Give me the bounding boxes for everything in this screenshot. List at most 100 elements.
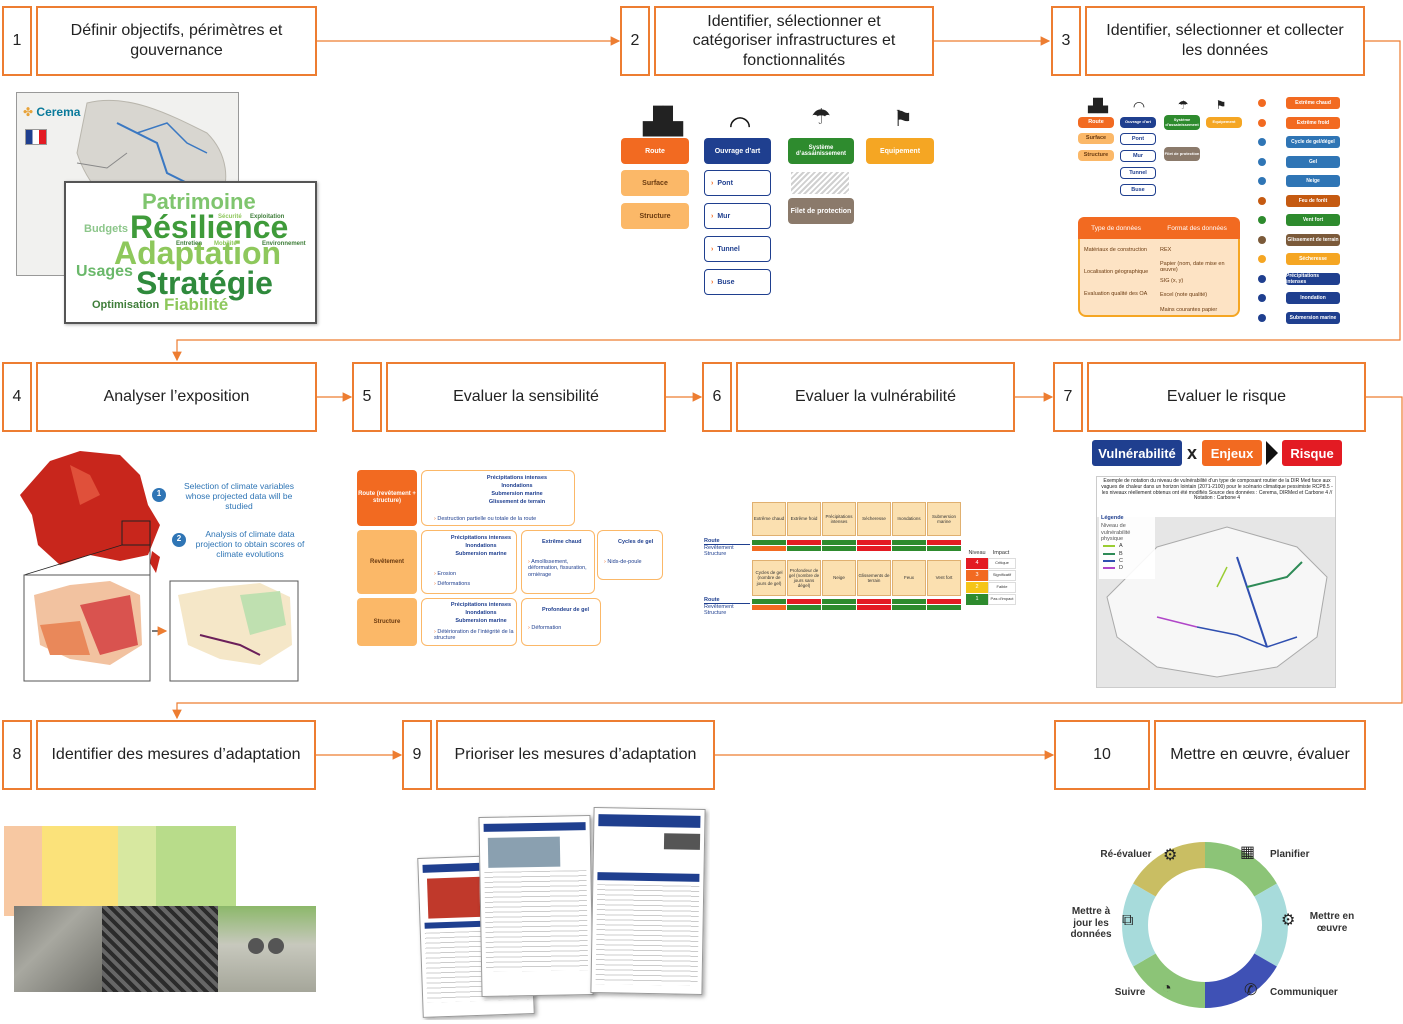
photo-buse — [218, 906, 316, 992]
vuln-row-route-2: Route — [704, 597, 750, 605]
ouvrage-sub-tunnel: ›Tunnel — [704, 236, 771, 262]
word-entretien: Entretien — [176, 241, 203, 247]
risk-legend-swatch — [1103, 545, 1115, 548]
vuln-cell — [787, 599, 821, 604]
hazard-pill: Sécheresse — [1286, 253, 1340, 265]
vuln-cell — [892, 546, 926, 551]
hazard-dot — [1258, 157, 1266, 166]
step2-categorisation: ▟▙ ◠ ☂ ⚑ Route Ouvrage d’art Système d’a… — [615, 100, 945, 310]
drain-icon-small: ☂ — [1177, 98, 1189, 112]
sens-str-gel: Profondeur de gel — [542, 607, 590, 613]
mini-cat-route: Route — [1078, 117, 1114, 128]
equipment-icon: ⚑ — [893, 106, 913, 131]
word-adaptation: Adaptation — [114, 235, 282, 271]
vuln-header-bottom: Glissements de terrain — [857, 560, 891, 596]
sens-str-gel-effect: › Déformation — [528, 625, 562, 631]
step-number-10: 10 — [1054, 720, 1150, 790]
sens-rev-gel-effect: › Nids-de-poule — [604, 559, 642, 565]
vuln-row-structure-2: Structure — [704, 610, 727, 616]
risk-legend-item: C — [1103, 558, 1151, 564]
arrow-right-icon — [1266, 441, 1278, 465]
word-usages: Usages — [76, 263, 133, 280]
step-number-9: 9 — [402, 720, 432, 790]
hazard-pill: Glissement de terrain — [1286, 233, 1340, 246]
word-securite: Sécurité — [218, 214, 242, 220]
vuln-cell — [927, 546, 961, 551]
vuln-cell — [752, 546, 786, 551]
hazard-dot — [1258, 274, 1266, 283]
word-environnement: Environnement — [262, 241, 306, 247]
vuln-header-bottom: Vent fort — [927, 560, 961, 596]
header-format: Format des données — [1167, 224, 1227, 232]
photo-grille — [102, 906, 218, 992]
vuln-header-bottom: Neige — [822, 560, 856, 596]
step-title-4: Analyser l’exposition — [36, 362, 317, 432]
hazard-dot — [1258, 235, 1266, 244]
risk-legend-swatch — [1103, 560, 1115, 563]
risk-legend-label: D — [1119, 565, 1123, 572]
mini-route-surface: Surface — [1078, 133, 1114, 144]
word-resilience: Résilience — [130, 209, 289, 245]
vuln-cell — [752, 599, 786, 604]
vuln-header-top: Inondations — [892, 502, 926, 536]
step-number-8: 8 — [2, 720, 32, 790]
word-cloud: Patrimoine Résilience Budgets Adaptation… — [64, 181, 317, 324]
reevaluate-icon: ⚙ — [1163, 847, 1178, 864]
sens-route-hazard-3: Submersion marine — [491, 491, 543, 497]
hazard-dot — [1258, 118, 1266, 127]
sens-rev-hot-cell: Extrême chaud › Amollissement, déformati… — [521, 530, 595, 594]
hazard-dot — [1258, 216, 1266, 224]
vuln-cell — [822, 605, 856, 610]
vuln-cell — [787, 540, 821, 545]
flag-icon — [25, 129, 47, 145]
step-number-1: 1 — [2, 6, 32, 76]
vuln-row-revetement-1: Revêtement — [704, 545, 734, 551]
word-optimisation: Optimisation — [92, 299, 160, 311]
road-icon-small: ▟▙ — [1088, 98, 1108, 113]
hazard-pill: Vent fort — [1286, 214, 1340, 226]
step-number-3: 3 — [1051, 6, 1081, 76]
cycle-ring — [1122, 842, 1288, 1008]
sens-revetement-header: Revêtement — [357, 530, 417, 594]
photo-drainage — [14, 906, 106, 992]
vuln-legend-header-impact: Impact — [992, 550, 1010, 556]
step-title-8: Identifier des mesures d’adaptation — [36, 720, 316, 790]
sheet-2 — [478, 815, 594, 997]
vuln-cell — [927, 605, 961, 610]
bridge-icon-small: ◠ — [1132, 98, 1146, 114]
risk-legend-label: B — [1119, 550, 1123, 557]
sens-revetement-cell: Précipitations intenses Inondations Subm… — [421, 530, 517, 594]
mini-ouvrage-pont: Pont — [1120, 133, 1156, 145]
data-table: Type de données Format des données Matér… — [1078, 217, 1240, 317]
cat-route: Route — [621, 138, 689, 164]
ouvrage-sub-buse: ›Buse — [704, 269, 771, 295]
sens-str-hazard-2: Inondations — [465, 610, 497, 616]
badge-risque: Risque — [1282, 440, 1342, 466]
hazard-dot — [1258, 196, 1266, 205]
sens-route-effect: › Destruction partielle ou totale de la … — [434, 516, 537, 522]
vuln-legend-impact: Critique — [988, 558, 1016, 569]
risk-legend-label: A — [1119, 543, 1123, 550]
sens-rev-gel: Cycles de gel — [618, 539, 654, 545]
vuln-legend-impact: Significatif — [988, 570, 1016, 581]
vuln-row-structure-1: Structure — [704, 551, 727, 557]
hazard-pill: Cycle de gel/dégel — [1286, 136, 1340, 148]
step-number-5: 5 — [352, 362, 382, 432]
drain-icon: ☂ — [811, 104, 831, 129]
sens-str-effect: › Détérioration de l’intégrité de la str… — [434, 629, 514, 642]
step-number-4: 4 — [2, 362, 32, 432]
row-type-1: Matériaux de construction — [1084, 247, 1147, 253]
hazard-pill: Neige — [1286, 175, 1340, 187]
vuln-legend-level: 4 — [966, 558, 988, 569]
risk-caption: Exemple de notation du niveau de vulnéra… — [1101, 478, 1333, 502]
ring-communiquer — [1204, 953, 1277, 1008]
step-title-10: Mettre en œuvre, évaluer — [1154, 720, 1366, 790]
vuln-cell — [787, 546, 821, 551]
row-type-3: Evaluation qualité des OA — [1084, 291, 1148, 297]
risk-legend: Légende Niveau de vulnérabilité physique… — [1099, 513, 1155, 579]
vuln-legend-header-level: Niveau — [968, 550, 986, 556]
vuln-cell — [822, 540, 856, 545]
step-title-1: Définir objectifs, périmètres et gouvern… — [36, 6, 317, 76]
